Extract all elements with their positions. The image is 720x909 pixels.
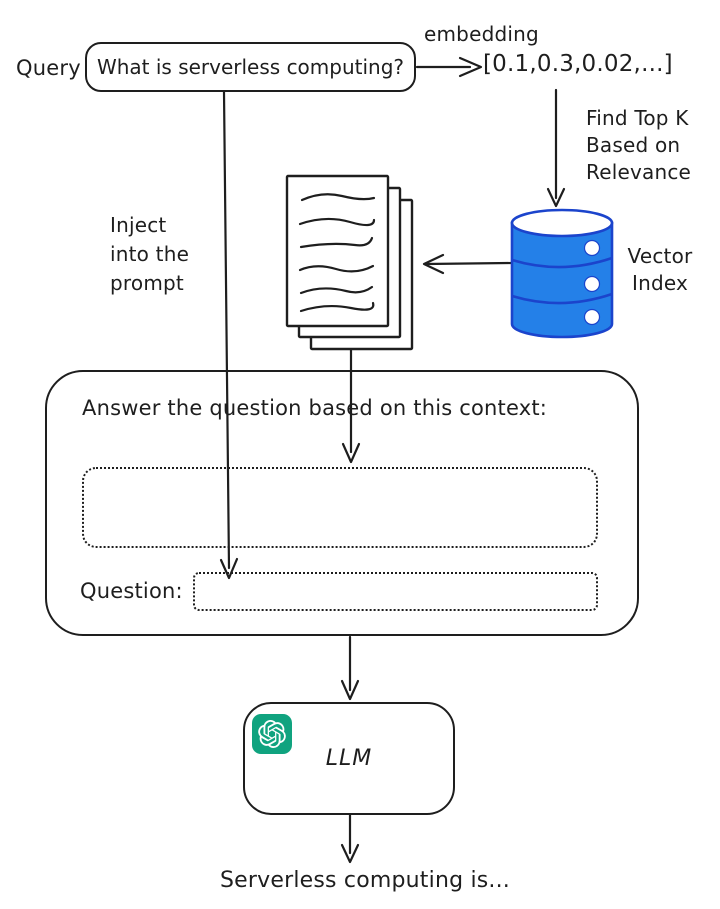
vector-index-label: Vector Index bbox=[627, 244, 693, 295]
llm-label: LLM bbox=[325, 746, 373, 771]
query-label: Query bbox=[16, 56, 81, 80]
output-text: Serverless computing is... bbox=[220, 868, 510, 893]
context-placeholder-slot bbox=[82, 467, 598, 548]
arrow-prompt-to-llm bbox=[340, 635, 360, 701]
arrow-query-to-embedding bbox=[415, 56, 483, 78]
arrow-llm-to-output bbox=[340, 813, 360, 864]
context-instruction-label: Answer the question based on this contex… bbox=[82, 396, 548, 420]
inject-into-prompt-label: Inject into the prompt bbox=[110, 213, 190, 295]
embedding-vector-text: [0.1,0.3,0.02,...] bbox=[483, 51, 673, 77]
prompt-template-box bbox=[45, 370, 639, 636]
arrow-vector-index-to-documents bbox=[422, 253, 514, 275]
retrieved-documents-icon bbox=[285, 174, 414, 351]
arrow-embedding-to-vector-index bbox=[546, 88, 566, 208]
find-top-k-label: Find Top K Based on Relevance bbox=[586, 106, 692, 184]
question-label: Question: bbox=[80, 579, 183, 603]
embedding-label: embedding bbox=[424, 22, 539, 46]
openai-logo-icon bbox=[252, 714, 292, 754]
question-placeholder-slot bbox=[193, 572, 598, 611]
query-box: What is serverless computing? bbox=[85, 42, 416, 92]
vector-index-database-icon bbox=[510, 208, 614, 339]
query-text: What is serverless computing? bbox=[96, 55, 405, 79]
